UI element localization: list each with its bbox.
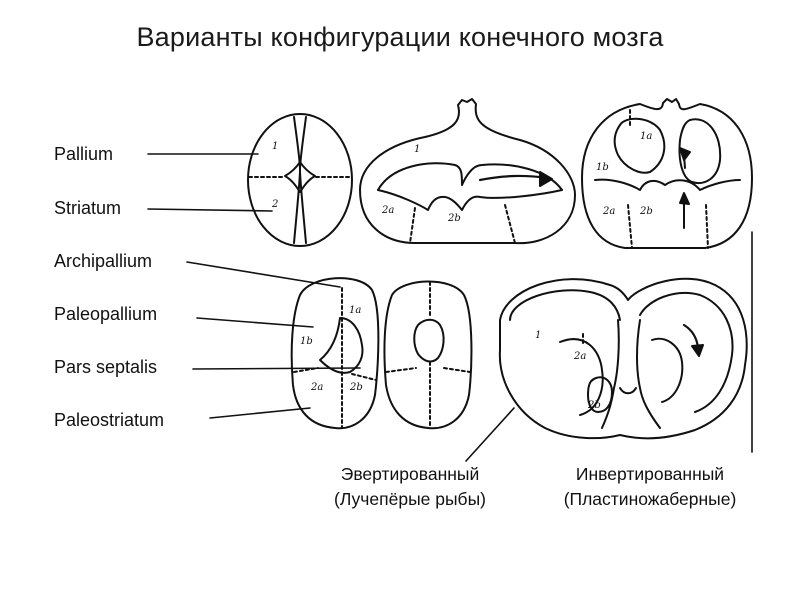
mark-2: 2 bbox=[271, 199, 278, 210]
caption-inverted-type: Инвертированный bbox=[575, 464, 725, 484]
pointer-paleostriatum bbox=[209, 407, 311, 419]
caption-everted-group: (Лучепёрые рыбы) bbox=[334, 489, 486, 509]
caption-everted: Эвертированный (Лучепёрые рыбы) bbox=[300, 462, 520, 512]
label-pars-septalis: Pars septalis bbox=[54, 357, 158, 377]
mark-1: 1 bbox=[535, 330, 541, 341]
label-paleopallium: Paleopallium bbox=[54, 304, 158, 324]
section-basic: 1 2 bbox=[247, 113, 353, 247]
section-hemispheres: 1a 1b 2a 2b bbox=[290, 277, 473, 430]
label-paleostriatum: Paleostriatum bbox=[54, 410, 165, 430]
mark-2a: 2a bbox=[381, 205, 394, 216]
pointer-archipallium bbox=[186, 261, 341, 288]
pointer-everted bbox=[465, 407, 515, 462]
pointer-pars-septalis bbox=[192, 367, 361, 370]
mark-2b: 2b bbox=[349, 382, 363, 393]
section-inverted-top: 1a 1b 2a 2b bbox=[581, 98, 753, 249]
pointer-striatum bbox=[147, 208, 273, 212]
pointer-lines bbox=[147, 153, 753, 462]
mark-2b: 2b bbox=[639, 206, 653, 217]
section-inverted-large: 1 2a 2b bbox=[498, 277, 748, 440]
section-everted-top: 1 2a 2b bbox=[359, 98, 576, 245]
caption-inverted-group: (Пластиножаберные) bbox=[563, 489, 737, 509]
label-striatum: Striatum bbox=[54, 198, 122, 218]
mark-1: 1 bbox=[414, 144, 420, 155]
mark-1: 1 bbox=[272, 141, 278, 152]
mark-1b: 1b bbox=[596, 162, 609, 173]
mark-1a: 1a bbox=[349, 305, 361, 316]
mark-1a: 1a bbox=[640, 131, 652, 142]
caption-inverted: Инвертированный (Пластиножаберные) bbox=[530, 462, 770, 512]
mark-2a: 2a bbox=[310, 382, 323, 393]
mark-2b: 2b bbox=[587, 400, 601, 411]
page-title: Варианты конфигурации конечного мозга bbox=[136, 22, 664, 52]
label-pallium: Pallium bbox=[54, 144, 114, 164]
mark-1b: 1b bbox=[300, 336, 313, 347]
mark-2b: 2b bbox=[447, 213, 461, 224]
mark-2a: 2a bbox=[573, 351, 586, 362]
caption-everted-type: Эвертированный bbox=[340, 464, 480, 484]
label-archipallium: Archipallium bbox=[54, 251, 153, 271]
pointer-paleopallium bbox=[196, 317, 314, 328]
mark-2a: 2a bbox=[602, 206, 615, 217]
